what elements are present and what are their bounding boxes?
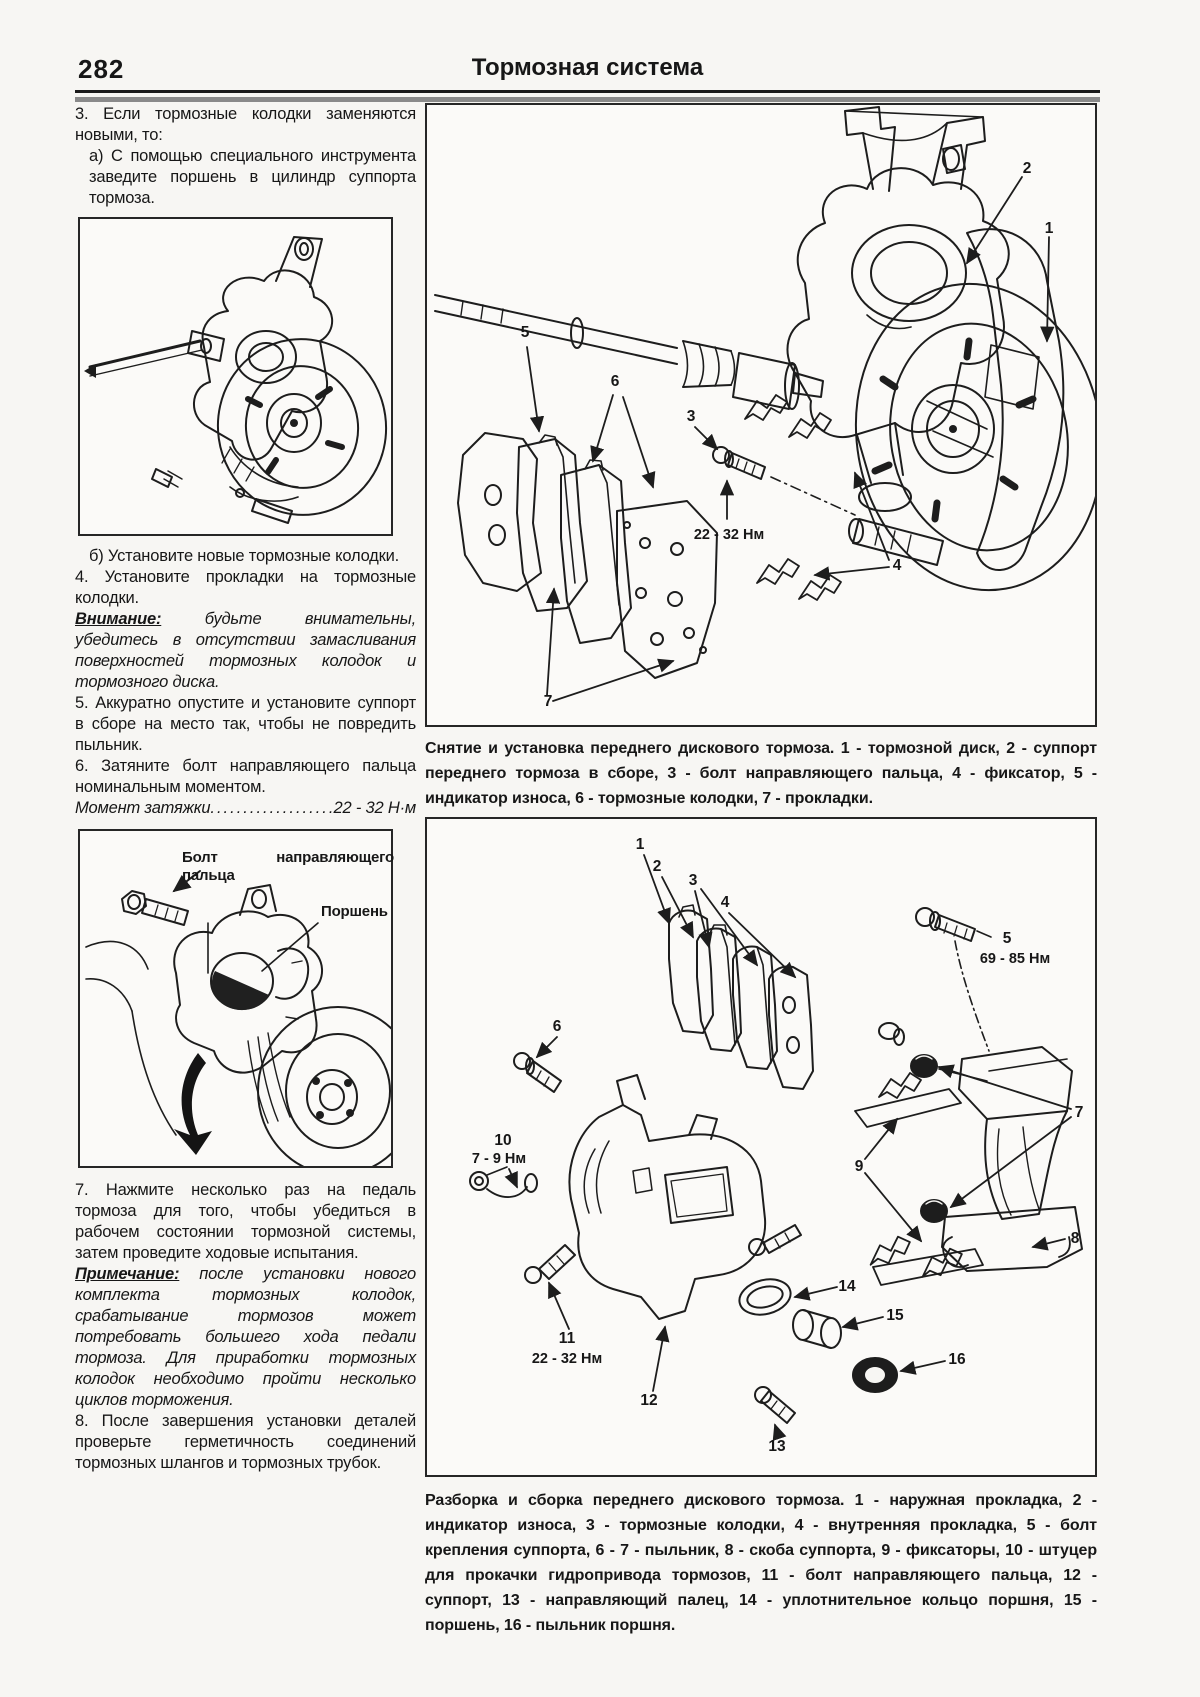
figure-guide-pin-drawing [85,870,391,1166]
left-column: 3. Если тормозные колодки заменяются нов… [75,104,416,1474]
note-text: после установки нового комплекта тормозн… [75,1265,416,1409]
callout-retainers: 9 [854,1158,864,1175]
callout-bleeder: 10 [494,1132,512,1149]
callout-piston: 15 [886,1307,904,1324]
right-column: 1 2 3 4 5 6 7 22 - 32 Нм Снятие и устано… [425,103,1104,1644]
warning-note: Внимание: будьте внимательны, убедитесь … [75,609,416,693]
torque-label-guide-pin-2: 22 - 32 Нм [531,1351,603,1367]
step-4: 4. Установите прокладки на тормозные кол… [75,568,416,607]
callout-boot-7: 7 [1074,1104,1084,1121]
step-5: 5. Аккуратно опустите и установите суппо… [75,694,416,754]
callout-brake-pads-2: 3 [688,872,698,889]
diagram-removal: 1 2 3 4 5 6 7 22 - 32 Нм [425,103,1104,727]
piston-label: Поршень [321,903,388,920]
callout-caliper: 12 [640,1392,658,1409]
figure-piston-tool-drawing [84,236,388,524]
diagram-disassembly: 1 2 3 4 5 6 7 8 9 10 11 12 13 14 15 16 6… [425,817,1097,1477]
figure-guide-pin: Болт направляющего пальца Поршень [78,829,416,1168]
callout-guide-pin: 13 [768,1438,786,1455]
torque-spec-value: 22 - 32 Н·м [333,799,417,817]
warning-text: будьте внимательны, убедитесь в отсутств… [75,610,416,691]
step-8: 8. После завершения установки деталей пр… [75,1412,416,1472]
diagram-removal-caption: Снятие и установка переднего дискового т… [425,740,1097,807]
callout-shims: 7 [543,693,553,710]
callout-wear-indicator-2: 2 [652,858,662,875]
diagram-removal-drawing [434,106,1104,702]
callout-caliper-assembly: 2 [1022,160,1032,177]
step-6: 6. Затяните болт направляющего пальца но… [75,757,416,796]
step-3b: б) Установите новые тормозные колодки. [89,547,400,565]
diagram-disassembly-drawing [469,854,1083,1441]
step-3: 3. Если тормозные колодки заменяются нов… [75,105,416,144]
callout-brake-pads: 6 [610,373,620,390]
callout-piston-boot: 16 [948,1351,966,1368]
callout-outer-shim: 1 [635,836,645,853]
note-paragraph: Примечание: после установки нового компл… [75,1264,416,1411]
callout-guide-pin-bolt: 3 [686,408,696,425]
step-3a: а) С помощью специального инструмента за… [89,147,416,207]
figure-piston-tool [78,217,393,536]
callout-disc: 1 [1044,220,1054,237]
torque-spec-line: Момент затяжки....................22 - 3… [75,798,416,819]
header-rule [75,90,1100,97]
callout-guide-pin-bolt-2: 11 [558,1330,576,1347]
callout-boot-6: 6 [552,1018,562,1035]
callout-piston-seal: 14 [838,1278,856,1295]
torque-leader-dots: .................... [210,799,334,817]
note-label: Примечание: [75,1265,180,1283]
torque-label-guide-pin: 22 - 32 Нм [693,527,765,543]
callout-inner-shim: 4 [720,894,730,911]
page-number: 282 [78,54,125,84]
callout-bracket: 8 [1070,1230,1080,1247]
callout-caliper-bolt: 5 [1002,930,1012,947]
torque-spec-label: Момент затяжки [75,799,211,817]
callout-retainer: 4 [892,557,902,574]
torque-label-caliper-bolt: 69 - 85 Нм [979,951,1051,967]
callout-wear-indicator: 5 [520,324,530,341]
guide-pin-bolt-label: Болт направляющего пальца [182,849,394,884]
diagram-disassembly-caption: Разборка и сборка переднего дискового то… [425,1492,1097,1634]
torque-label-bleeder: 7 - 9 Нм [471,1151,527,1167]
page-title: Тормозная система [471,54,704,81]
step-7: 7. Нажмите несколько раз на педаль тормо… [75,1181,416,1262]
warning-label: Внимание: [75,610,162,628]
